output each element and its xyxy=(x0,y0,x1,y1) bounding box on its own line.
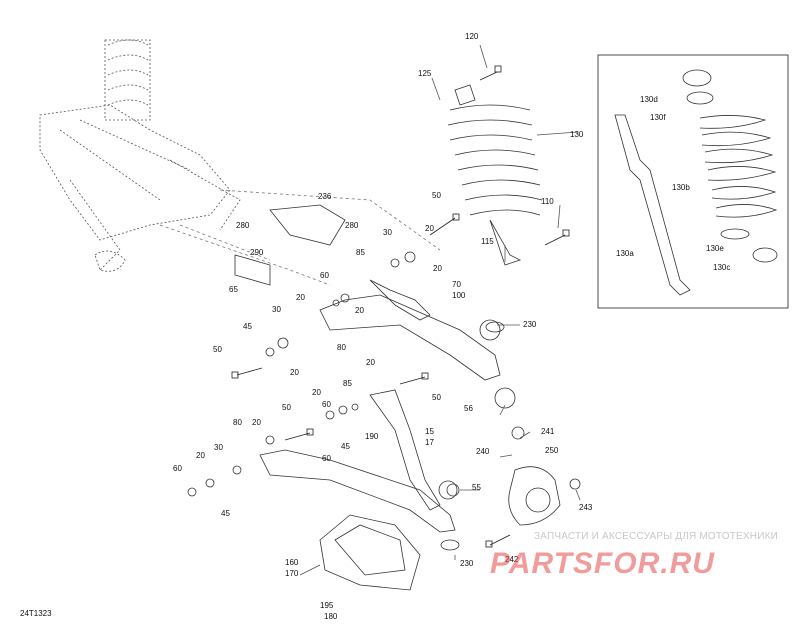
part-label: 236 xyxy=(318,192,332,201)
watermark-caption: ЗАПЧАСТИ И АКСЕССУАРЫ ДЛЯ МОТОТЕХНИКИ xyxy=(534,531,779,542)
part-label: 56 xyxy=(464,404,473,413)
part-label: 230 xyxy=(523,320,537,329)
part-label: 130e xyxy=(706,244,724,253)
part-label: 242 xyxy=(505,555,519,564)
part-label: 20 xyxy=(425,224,434,233)
part-label: 250 xyxy=(545,446,559,455)
part-label: 130a xyxy=(616,249,634,258)
diagram-reference-code: 24T1323 xyxy=(20,609,52,618)
part-label: 45 xyxy=(341,442,350,451)
part-label: 80 xyxy=(337,343,346,352)
part-label: 240 xyxy=(476,447,490,456)
lower-a-arm xyxy=(259,389,460,551)
part-label: 60 xyxy=(322,454,331,463)
part-label: 110 xyxy=(541,197,554,206)
bushings xyxy=(187,251,505,497)
detail-box xyxy=(597,54,789,309)
part-label: 20 xyxy=(433,264,442,273)
part-label: 20 xyxy=(366,358,375,367)
part-label: 130b xyxy=(672,183,690,192)
upper-a-arm xyxy=(319,279,516,409)
part-label: 65 xyxy=(229,285,238,294)
watermark-brand: PARTSFOR.RU xyxy=(490,547,715,580)
part-label: 243 xyxy=(579,503,593,512)
part-label: 180 xyxy=(324,612,338,621)
bracket xyxy=(234,204,346,286)
part-label: 20 xyxy=(290,368,299,377)
part-label: 190 xyxy=(365,432,379,441)
bolts xyxy=(231,65,570,548)
part-label: 50 xyxy=(432,393,441,402)
part-label: 241 xyxy=(541,427,555,436)
part-label: 160 xyxy=(285,558,299,567)
part-label: 85 xyxy=(343,379,352,388)
part-label: 17 xyxy=(425,438,434,447)
part-label: 60 xyxy=(173,464,182,473)
shock-detail xyxy=(614,69,778,296)
part-label: 30 xyxy=(272,305,281,314)
shock-absorber xyxy=(447,84,543,266)
part-label: 125 xyxy=(418,69,432,78)
part-label: 85 xyxy=(356,248,365,257)
part-label: 30 xyxy=(383,228,392,237)
part-label: 20 xyxy=(355,306,364,315)
part-label: 20 xyxy=(312,388,321,397)
part-label: 195 xyxy=(320,601,334,610)
leader-lines xyxy=(159,189,441,286)
part-label: 120 xyxy=(465,32,479,41)
part-label: 100 xyxy=(452,291,466,300)
part-label: 50 xyxy=(432,191,441,200)
part-label: 30 xyxy=(214,443,223,452)
part-label: 60 xyxy=(322,400,331,409)
part-label: 70 xyxy=(452,280,461,289)
part-label: 290 xyxy=(250,248,264,257)
part-label: 20 xyxy=(296,293,305,302)
part-label: 20 xyxy=(196,451,205,460)
part-label: 15 xyxy=(425,427,434,436)
part-label: 280 xyxy=(345,221,359,230)
frame-assembly xyxy=(39,39,241,272)
part-label: 230 xyxy=(460,559,474,568)
part-label: 50 xyxy=(282,403,291,412)
part-label: 60 xyxy=(320,271,329,280)
part-label: 80 xyxy=(233,418,242,427)
part-label: 170 xyxy=(285,569,299,578)
part-label: 45 xyxy=(243,322,252,331)
part-label: 130 xyxy=(570,130,584,139)
part-label: 130f xyxy=(650,113,666,122)
callout-lines xyxy=(299,44,581,576)
knuckle xyxy=(508,426,581,526)
part-label: 115 xyxy=(481,237,494,246)
part-label: 280 xyxy=(236,221,250,230)
part-label: 50 xyxy=(213,345,222,354)
part-label: 20 xyxy=(252,418,261,427)
part-label: 130d xyxy=(640,95,658,104)
arm-guard xyxy=(319,514,421,591)
part-label: 55 xyxy=(472,483,481,492)
part-label: 130c xyxy=(713,263,731,272)
part-label: 45 xyxy=(221,509,230,518)
